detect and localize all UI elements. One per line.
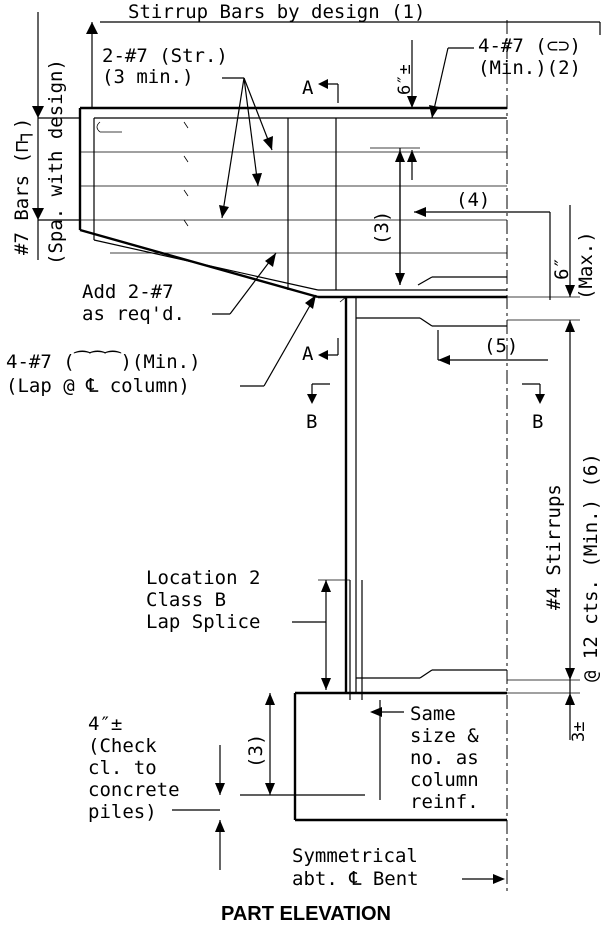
top-cover-dimension: 6″± — [395, 40, 417, 108]
clearance-label-5: piles) — [88, 801, 157, 823]
lower-dimension-3: (3) — [245, 693, 275, 795]
six-in-max-label-2: (Max.) — [575, 231, 597, 300]
same-label-3: no. as — [410, 747, 479, 769]
dim-3-upper-label: (3) — [371, 211, 393, 245]
top-bars-label-2: (Min.)(2) — [478, 57, 581, 79]
drawing-caption: PART ELEVATION — [221, 903, 391, 925]
note-5-callout: (5) — [437, 330, 548, 365]
same-label-2: size & — [410, 725, 479, 747]
symmetrical-label-1: Symmetrical — [292, 845, 418, 867]
top-bars-label-1: 4-#7 (⊂⊃) — [478, 35, 581, 57]
column-outline — [339, 296, 507, 700]
cap-reinforcement — [80, 117, 507, 291]
section-a-top-label: A — [302, 77, 314, 99]
stirrups-dimension: #4 Stirrups @ 12 cts. (Min.) (6) — [507, 320, 602, 682]
bars-7-label: #7 Bars (⊓┐) — [11, 118, 33, 255]
symmetrical-label-2: abt. ℄ Bent — [292, 868, 419, 890]
dim-3-lower-label: (3) — [245, 734, 267, 768]
note-4-label: (4) — [456, 189, 490, 211]
splice-label-3: Lap Splice — [146, 611, 260, 633]
three-pm-label: 3± — [569, 722, 589, 742]
same-size-callout: Same size & no. as column reinf. — [370, 703, 479, 813]
stirrups-label-1: #4 Stirrups — [543, 484, 565, 610]
clearance-label-3: cl. to — [88, 757, 157, 779]
lap-bars-callout: 4-#7 (⁀⁀⁀)(Min.) (Lap @ ℄ column) — [6, 294, 317, 397]
add-bars-callout: Add 2-#7 as req'd. — [82, 252, 277, 325]
note-4-callout: (4) — [414, 189, 551, 300]
section-b-marks: B B — [306, 383, 545, 433]
lap-bars-label-2: (Lap @ ℄ column) — [6, 375, 190, 397]
symmetrical-callout: Symmetrical abt. ℄ Bent — [292, 845, 505, 890]
lap-splice-callout: Location 2 Class B Lap Splice — [146, 567, 350, 690]
stirrup-bars-label: Stirrup Bars by design (1) — [128, 1, 425, 23]
clearance-label-4: concrete — [88, 779, 180, 801]
cap-beam-outline — [78, 106, 507, 299]
same-label-5: reinf. — [410, 791, 479, 813]
vertical-bars-callout: #7 Bars (⊓┐) (Spa. with design) — [11, 12, 80, 265]
section-b-right-label: B — [532, 411, 543, 433]
clearance-label-1: 4″± — [88, 713, 122, 735]
same-label-4: column — [410, 769, 479, 791]
lap-bars-label-1: 4-#7 (⁀⁀⁀)(Min.) — [6, 351, 201, 373]
footing-outline — [240, 691, 507, 822]
str-bars-label-2: (3 min.) — [102, 66, 194, 88]
stirrup-bars-callout: Stirrup Bars by design (1) — [86, 1, 601, 108]
clearance-label-2: (Check — [88, 735, 157, 757]
six-in-pm-label: 6″± — [395, 64, 415, 95]
three-pm-dimension: 3± — [507, 680, 589, 742]
note-5-label: (5) — [484, 335, 518, 357]
splice-label-2: Class B — [146, 589, 226, 611]
straight-bars-callout: 2-#7 (Str.) (3 min.) — [102, 45, 273, 219]
splice-label-1: Location 2 — [146, 567, 260, 589]
section-a-bottom-label: A — [302, 343, 314, 365]
section-a-marks: A A — [302, 77, 339, 365]
top-bars-callout: 4-#7 (⊂⊃) (Min.)(2) — [429, 35, 581, 119]
same-label-1: Same — [410, 703, 456, 725]
bars-spacing-label: (Spa. with design) — [45, 59, 67, 265]
str-bars-label-1: 2-#7 (Str.) — [102, 45, 228, 67]
six-in-max-label-1: 6″ — [551, 257, 573, 280]
section-b-left-label: B — [306, 411, 317, 433]
stirrups-label-2: @ 12 cts. (Min.) (6) — [580, 453, 602, 682]
max-spacing-dimension: 6″ (Max.) — [507, 205, 597, 332]
upper-dimension-3: (3) — [371, 150, 417, 285]
clearance-callout: 4″± (Check cl. to concrete piles) — [88, 713, 225, 870]
add-bars-label-1: Add 2-#7 — [82, 281, 174, 303]
add-bars-label-2: as req'd. — [82, 303, 185, 325]
